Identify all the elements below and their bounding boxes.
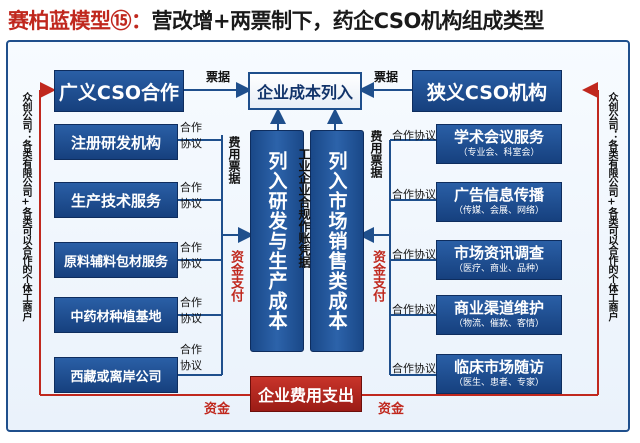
funds-label-right: 资金	[378, 402, 405, 417]
right-item-4-main: 商业渠道维护	[453, 299, 544, 318]
right-item-2-main: 广告信息传播	[453, 186, 544, 205]
left-head-box: 广义CSO合作	[54, 70, 184, 112]
right-item-1-main: 学术会议服务	[453, 128, 544, 147]
diagram-title: 赛柏蓝模型⑮：营改增+两票制下，药企CSO机构组成类型	[8, 6, 632, 36]
cost-entry-box: 企业成本列入	[248, 72, 362, 110]
right-item-3-sub: （医疗、商业、品种）	[453, 264, 544, 275]
rd-production-cost-text: 列入研发与生产成本	[265, 151, 288, 331]
right-item-5-main: 临床市场随访	[453, 358, 544, 377]
invoice-label-right: 票据	[374, 70, 399, 84]
left-side-note: 众创公司：各类有限公司+各类可以合作的个体工商户	[20, 92, 31, 321]
expense-box: 企业费用支出	[250, 376, 362, 412]
compliance-text: 工业企业合规作账凭据	[297, 148, 311, 268]
right-item-1: 学术会议服务 （专业会、科室会）	[436, 124, 562, 164]
title-brand: 赛柏蓝模型⑮：	[8, 9, 152, 33]
right-item-1-sub: （专业会、科室会）	[458, 148, 540, 159]
coop-label-right-3: 合作协议	[392, 248, 436, 261]
right-item-5: 临床市场随访 （医生、患者、专家）	[436, 354, 562, 394]
right-item-2: 广告信息传播 （传媒、会展、网络）	[436, 182, 562, 222]
coop-label-left-1: 合作协议	[180, 121, 202, 150]
sales-cost-text: 列入市场销售类成本	[325, 151, 348, 331]
fee-invoice-right: 费用票据	[369, 130, 383, 178]
coop-label-right-4: 合作协议	[392, 303, 436, 316]
right-item-4-sub: （物流、催款、客情）	[453, 319, 544, 330]
fund-payment-left: 资金支付	[228, 250, 243, 302]
right-item-3-main: 市场资讯调查	[453, 244, 544, 263]
sales-cost-column: 列入市场销售类成本	[310, 130, 364, 352]
right-item-5-sub: （医生、患者、专家）	[453, 378, 544, 389]
coop-label-right-1: 合作协议	[392, 129, 436, 142]
rd-production-cost-column: 列入研发与生产成本	[250, 130, 304, 352]
coop-label-left-3: 合作协议	[180, 241, 202, 270]
fee-invoice-left: 费用票据	[227, 136, 241, 184]
coop-label-right-5: 合作协议	[392, 362, 436, 375]
right-item-2-sub: （传媒、会展、网络）	[453, 206, 544, 217]
right-side-note: 众创公司：各类有限公司+各类可以合作的个体工商户	[606, 92, 617, 321]
left-item-5: 西藏或离岸公司	[54, 357, 178, 393]
right-head-box: 狭义CSO机构	[412, 70, 562, 112]
coop-label-right-2: 合作协议	[392, 188, 436, 201]
left-item-4: 中药材种植基地	[54, 297, 178, 333]
funds-label-left: 资金	[204, 402, 231, 417]
left-item-1: 注册研发机构	[54, 124, 178, 160]
left-item-2: 生产技术服务	[54, 182, 178, 218]
fund-payment-right: 资金支付	[370, 250, 385, 302]
right-item-3: 市场资讯调查 （医疗、商业、品种）	[436, 240, 562, 280]
title-text: 营改增+两票制下，药企CSO机构组成类型	[151, 9, 545, 33]
coop-label-left-4: 合作协议	[180, 296, 202, 325]
left-item-3: 原料辅料包材服务	[54, 242, 178, 278]
coop-label-left-2: 合作协议	[180, 181, 202, 210]
invoice-label-left: 票据	[206, 70, 231, 84]
coop-label-left-5: 合作协议	[180, 343, 202, 372]
right-item-4: 商业渠道维护 （物流、催款、客情）	[436, 295, 562, 335]
